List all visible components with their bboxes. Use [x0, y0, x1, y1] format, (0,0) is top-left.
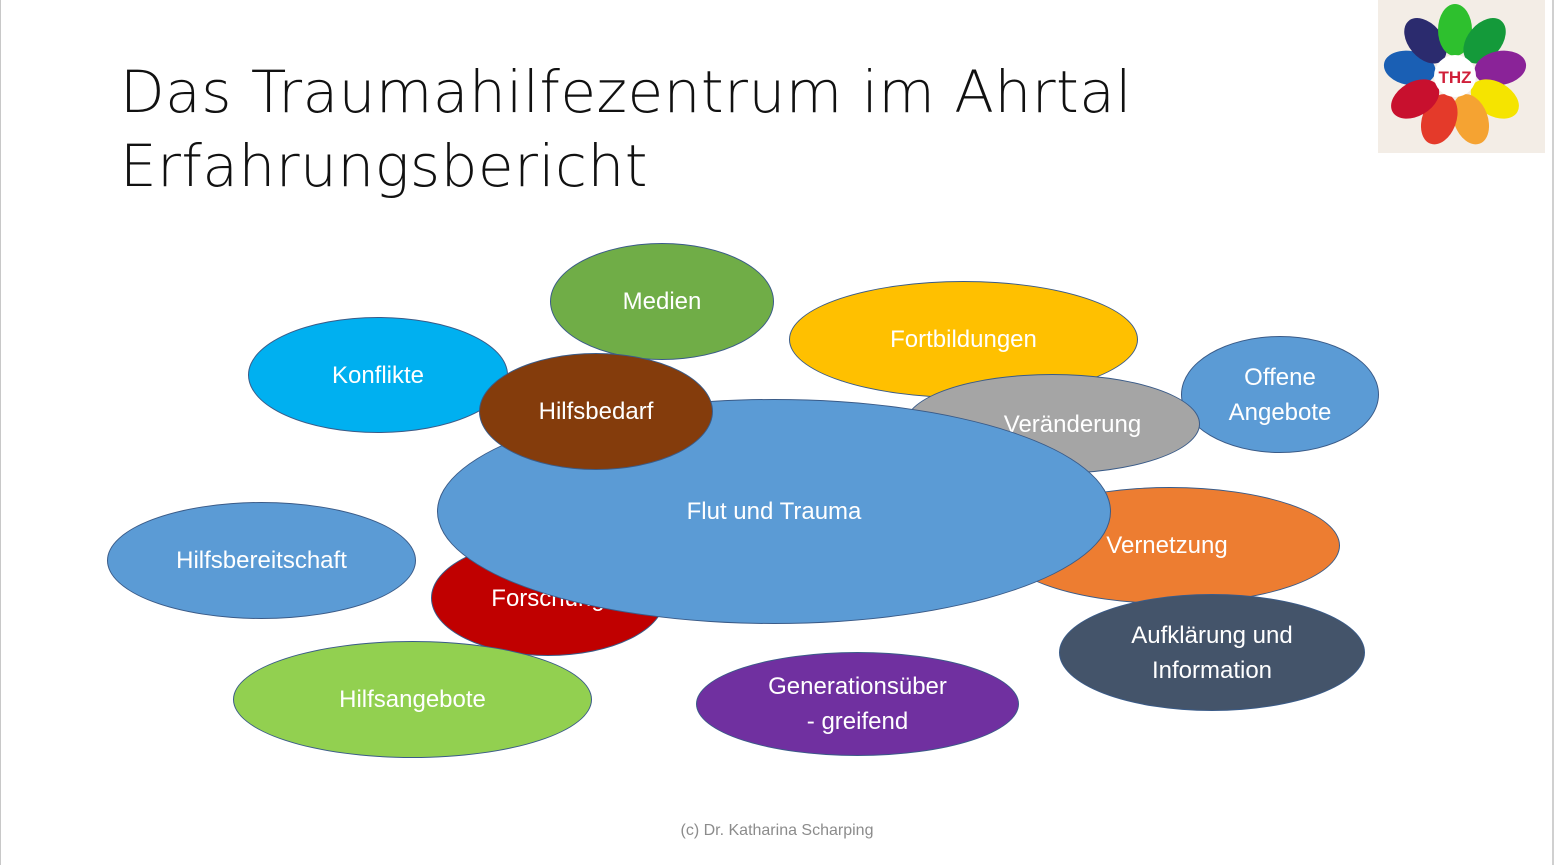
logo-petal: [1391, 79, 1440, 119]
bubble-hilfsangebote: Hilfsangebote: [233, 641, 592, 758]
flower-logo-icon: THZ: [1383, 4, 1527, 145]
bubble-generationsuebergreifend: Generationsüber - greifend: [696, 652, 1019, 756]
bubble-generationen-line-2: - greifend: [806, 708, 909, 735]
bubble-offene-angebote-line-1: Offene: [1244, 363, 1316, 391]
bubble-hilfsbereitschaft: Hilfsbereitschaft: [107, 502, 416, 619]
logo-petal: [1474, 50, 1527, 86]
footer-copyright: (c) Dr. Katharina Scharping: [680, 822, 874, 839]
bubble-medien: Medien: [550, 243, 774, 360]
bubble-aufklaerung-line-2: Information: [1151, 656, 1273, 684]
bubble-veraenderung-label: Veränderung: [1003, 410, 1142, 438]
bubble-hilfsbereitschaft-label: Hilfsbereitschaft: [176, 547, 347, 574]
logo-text: THZ: [1438, 68, 1471, 87]
slide-border-right: [1552, 0, 1554, 865]
bubble-hilfsbedarf: Hilfsbedarf: [479, 353, 713, 470]
thz-logo: THZ: [1378, 0, 1545, 153]
bubble-generationen-line-1: Generationsüber: [768, 673, 947, 700]
bubble-hilfsbedarf-label: Hilfsbedarf: [538, 398, 654, 425]
bubble-vernetzung-label: Vernetzung: [1106, 532, 1228, 559]
bubble-fortbildungen-label: Fortbildungen: [890, 326, 1037, 353]
bubble-aufklaerung-line-1: Aufklärung und: [1131, 621, 1293, 649]
bubble-konflikte: Konflikte: [248, 317, 508, 433]
logo-petal: [1404, 18, 1447, 64]
logo-center: [1434, 55, 1476, 97]
bubble-konflikte-label: Konflikte: [331, 361, 425, 389]
title-line-1: Das Traumahilfezentrum im Ahrtal: [120, 58, 1132, 126]
logo-petal: [1452, 94, 1490, 145]
bubble-flut-und-trauma-label: Flut und Trauma: [686, 498, 862, 525]
bubble-medien-label: Medien: [622, 288, 702, 315]
slide-border-left: [0, 0, 1, 865]
bubble-hilfsangebote-label: Hilfsangebote: [339, 686, 486, 713]
title-line-2: Erfahrungsbericht: [120, 132, 648, 200]
slide-title: Das Traumahilfezentrum im Ahrtal Erfahru…: [120, 55, 1320, 203]
bubble-offene-angebote-line-2: Angebote: [1228, 398, 1332, 426]
logo-petal: [1438, 4, 1472, 56]
bubble-offene-angebote: Offene Angebote: [1181, 336, 1379, 453]
bubble-aufklaerung-und-information: Aufklärung und Information: [1059, 594, 1365, 711]
